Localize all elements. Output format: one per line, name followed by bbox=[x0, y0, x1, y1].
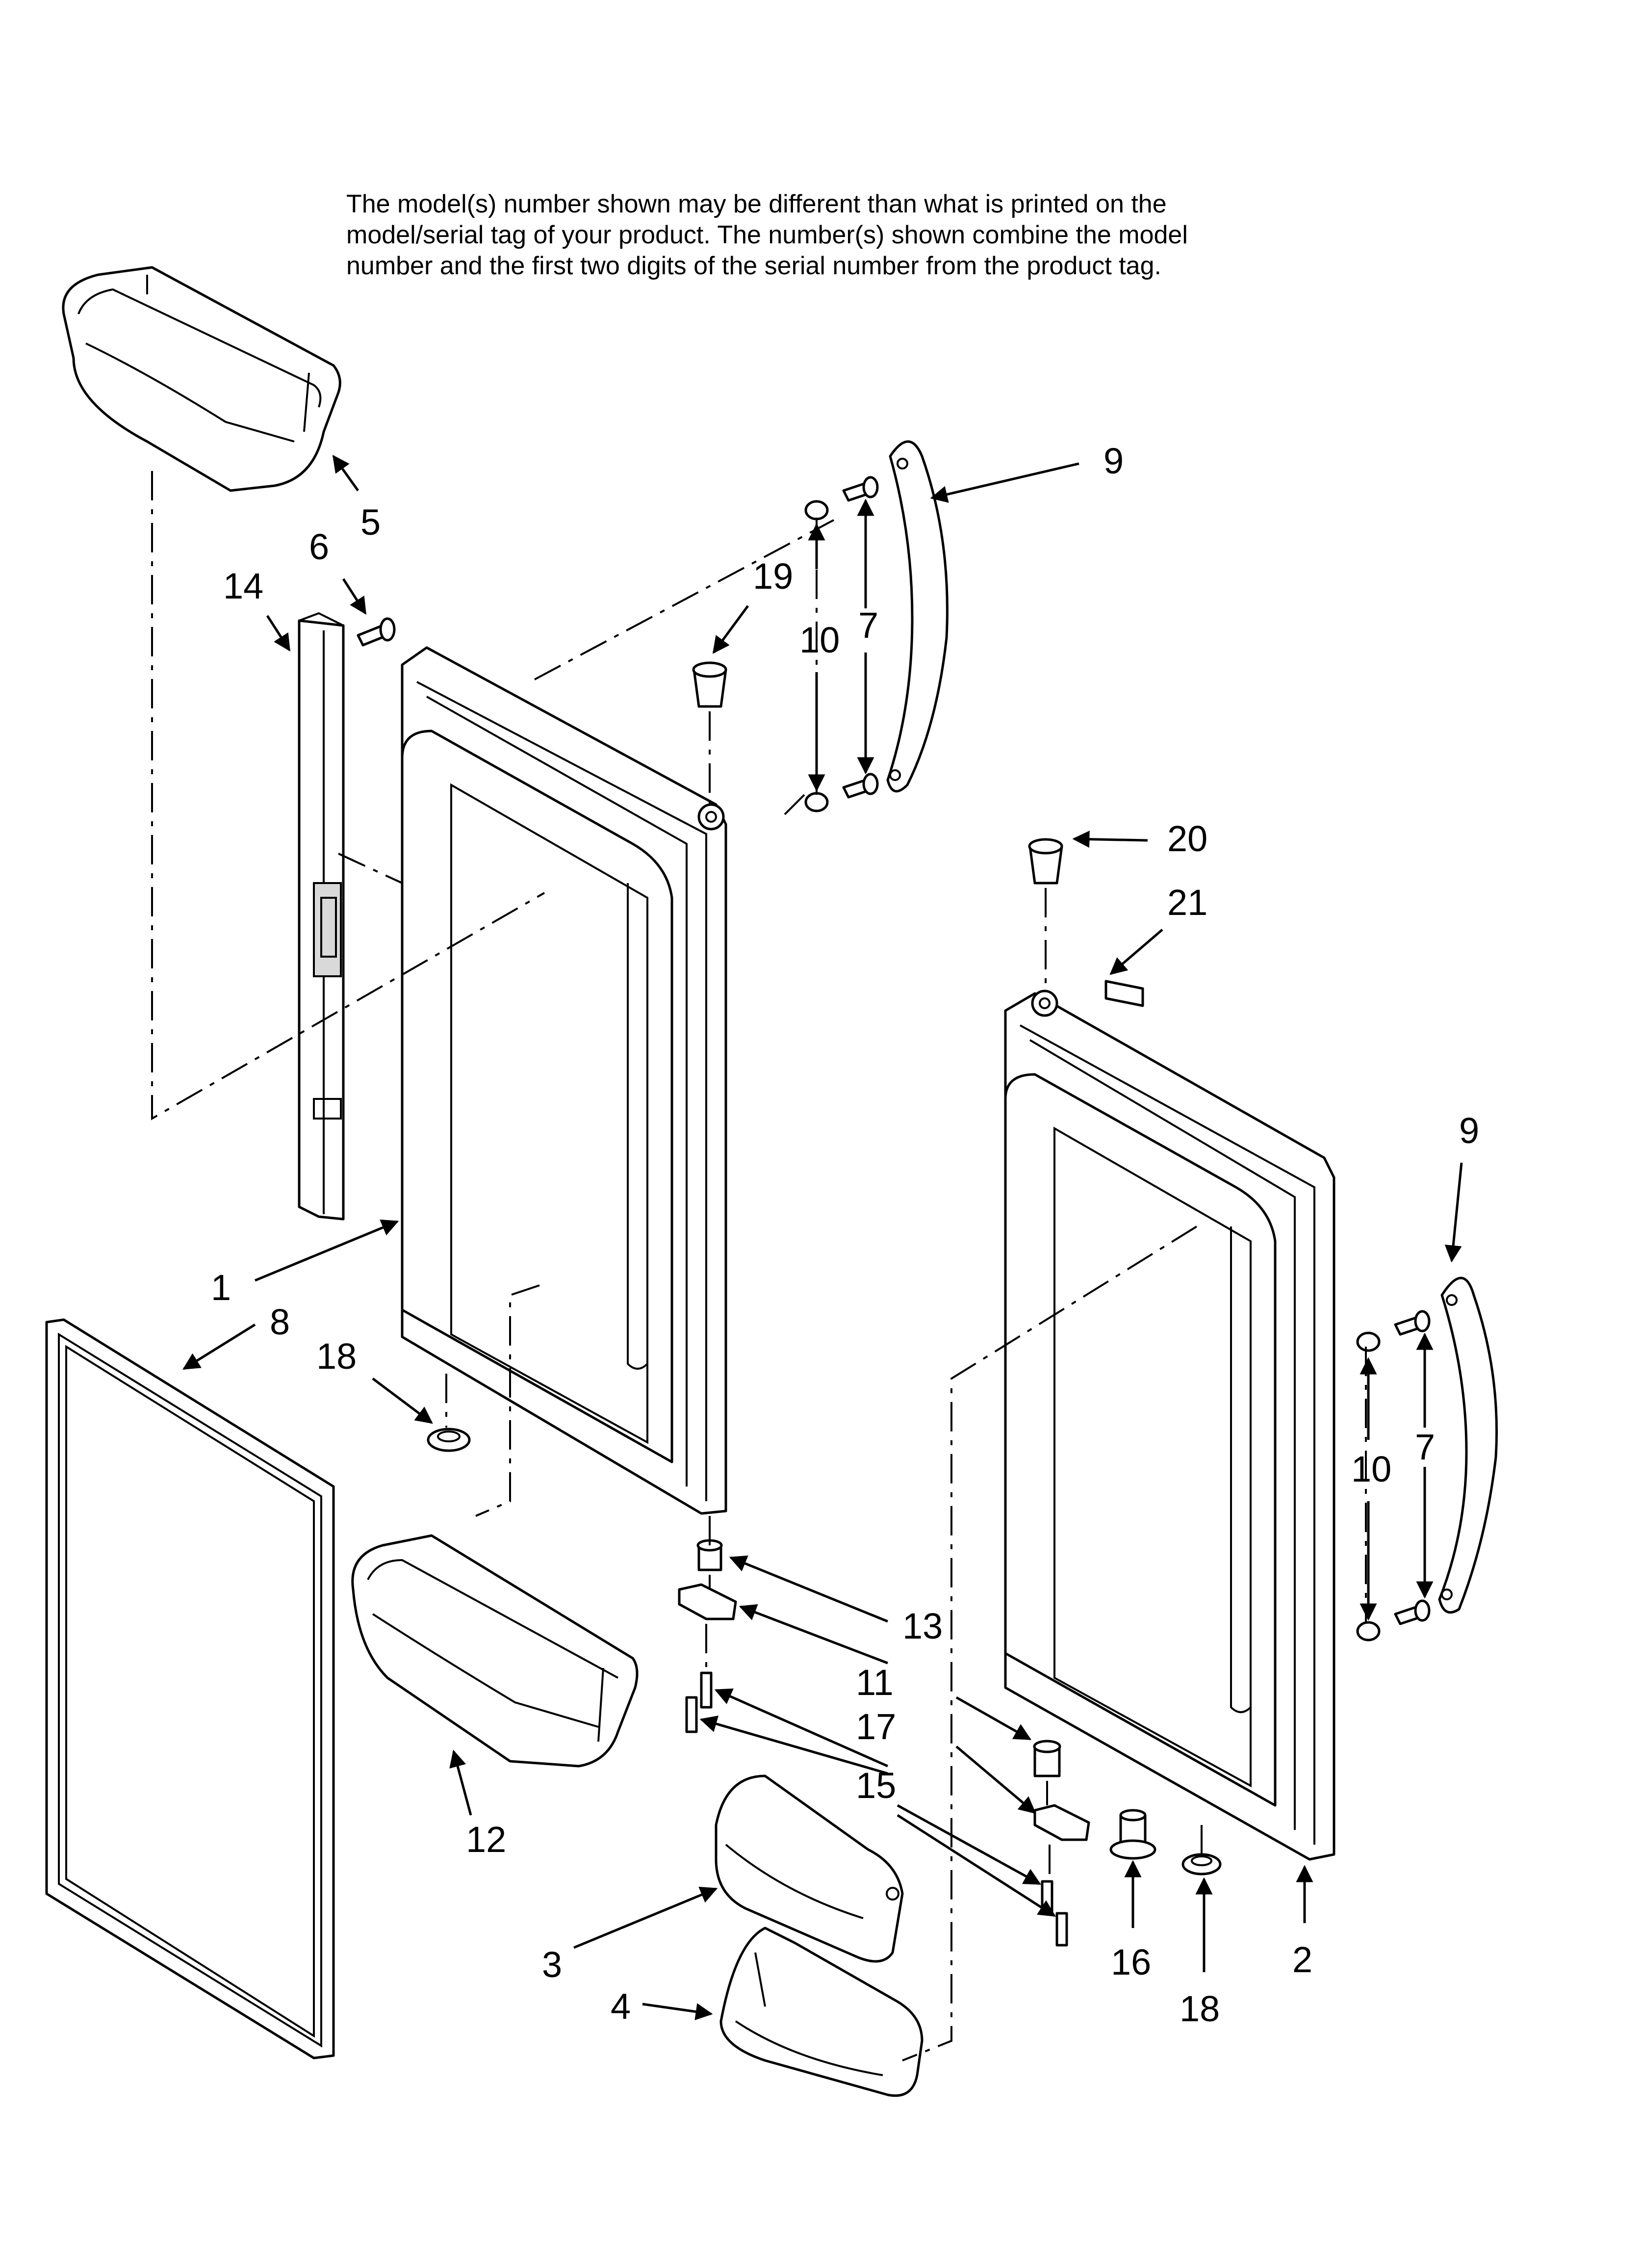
callout-18-left: 18 bbox=[316, 1336, 357, 1377]
hinge-bushing-19 bbox=[692, 661, 727, 708]
callout-12: 12 bbox=[466, 1819, 506, 1860]
door-gasket bbox=[45, 1318, 335, 2059]
callout-8: 8 bbox=[270, 1302, 290, 1342]
model-number-notice: The model(s) number shown may be differe… bbox=[346, 189, 1474, 282]
hinge-bracket-17-right bbox=[1033, 1804, 1090, 1841]
left-door-panel bbox=[401, 646, 727, 1515]
plug-left bbox=[427, 1428, 471, 1452]
handle-screws-lower bbox=[1356, 1310, 1431, 1642]
callout-9-upper: 9 bbox=[1103, 441, 1124, 481]
notice-line-3: number and the first two digits of the s… bbox=[346, 252, 1161, 280]
dairy-door-cover bbox=[715, 1774, 904, 1963]
handle-screws-upper bbox=[804, 476, 879, 812]
callout-2: 2 bbox=[1292, 1939, 1312, 1980]
callout-16: 16 bbox=[1111, 1942, 1151, 1982]
callout-7-upper: 7 bbox=[858, 605, 878, 646]
notice-line-2: model/serial tag of your product. The nu… bbox=[346, 221, 1188, 249]
callout-21: 21 bbox=[1167, 882, 1207, 923]
right-door-panel bbox=[1004, 990, 1335, 1861]
leader-lines bbox=[182, 455, 1463, 2020]
callout-numbers: 1 2 3 4 5 6 7 7 8 9 9 10 10 11 12 13 14 … bbox=[211, 441, 1479, 2029]
door-bin-lower bbox=[351, 1534, 639, 1768]
dairy-compartment bbox=[719, 1927, 924, 2097]
callout-18-right: 18 bbox=[1180, 1988, 1220, 2029]
callout-10-upper: 10 bbox=[799, 620, 840, 660]
callout-9-lower: 9 bbox=[1459, 1110, 1479, 1151]
callout-10-lower: 10 bbox=[1351, 1449, 1391, 1489]
callout-11: 11 bbox=[856, 1662, 894, 1703]
callout-14: 14 bbox=[223, 566, 263, 606]
callout-17: 17 bbox=[856, 1706, 896, 1747]
callout-15: 15 bbox=[856, 1765, 896, 1806]
door-trim-strip bbox=[298, 612, 345, 1221]
callout-13: 13 bbox=[902, 1606, 943, 1646]
hinge-bushing-20 bbox=[1028, 838, 1063, 885]
screw-6 bbox=[357, 617, 396, 647]
hinge-cap-16 bbox=[1109, 1809, 1156, 1860]
hinge-pin-11 bbox=[1033, 1740, 1061, 1777]
label-21 bbox=[1104, 980, 1144, 1007]
callout-19: 19 bbox=[753, 556, 793, 597]
callout-1: 1 bbox=[211, 1267, 231, 1308]
callout-3: 3 bbox=[542, 1944, 562, 1985]
hinge-bracket-17-left bbox=[678, 1583, 737, 1620]
callout-4: 4 bbox=[611, 1986, 631, 2027]
callout-5: 5 bbox=[360, 502, 381, 543]
callout-6: 6 bbox=[309, 526, 329, 567]
notice-line-1: The model(s) number shown may be differe… bbox=[346, 190, 1167, 218]
callout-20: 20 bbox=[1167, 818, 1207, 859]
door-bin-upper bbox=[62, 266, 341, 492]
door-handle-lower bbox=[1438, 1277, 1498, 1614]
callout-7-lower: 7 bbox=[1415, 1427, 1435, 1467]
plug-right bbox=[1181, 1853, 1222, 1876]
door-handle-upper bbox=[886, 440, 949, 793]
